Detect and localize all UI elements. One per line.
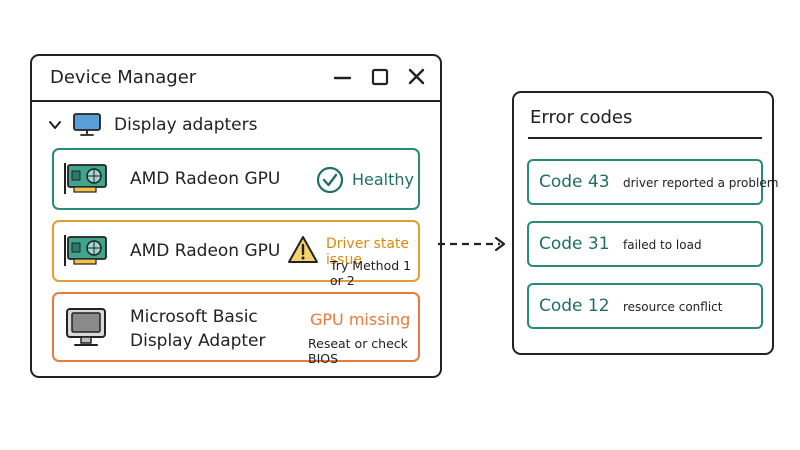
maximize-icon[interactable] bbox=[367, 64, 393, 90]
monitor-icon bbox=[73, 113, 101, 136]
error-code-item: Code 43 driver reported a problem bbox=[527, 159, 778, 205]
error-code-item: Code 31 failed to load bbox=[527, 221, 763, 267]
device-name-line2: Display Adapter bbox=[130, 331, 266, 351]
title-bar: Device Manager bbox=[32, 56, 440, 102]
chevron-down-icon[interactable] bbox=[48, 118, 62, 132]
minimize-icon[interactable] bbox=[330, 64, 356, 90]
error-codes-title: Error codes bbox=[530, 107, 633, 128]
close-icon[interactable] bbox=[404, 64, 430, 90]
device-row-amd-driver-issue[interactable]: AMD Radeon GPU Driver state issue Try Me… bbox=[52, 220, 420, 288]
error-code-item: Code 12 resource conflict bbox=[527, 283, 763, 329]
graphics-card-icon bbox=[64, 163, 107, 194]
error-description: resource conflict bbox=[623, 300, 723, 314]
device-row-microsoft-basic[interactable]: Microsoft Basic Display Adapter GPU miss… bbox=[52, 292, 420, 366]
check-circle-icon bbox=[316, 166, 344, 194]
status-gpu-missing: GPU missing bbox=[310, 310, 411, 329]
error-codes-panel: Error codes Code 43 driver reported a pr… bbox=[512, 91, 778, 355]
status-driver-issue: Driver state issue bbox=[326, 236, 409, 268]
warning-triangle-icon bbox=[288, 236, 318, 263]
error-code: Code 31 bbox=[539, 234, 610, 254]
status-hint: Reseat or check BIOS bbox=[308, 336, 408, 366]
window-title: Device Manager bbox=[50, 67, 197, 88]
device-name: AMD Radeon GPU bbox=[130, 169, 281, 189]
graphics-card-icon bbox=[64, 235, 107, 266]
device-name: AMD Radeon GPU bbox=[130, 241, 281, 261]
error-description: failed to load bbox=[623, 238, 702, 252]
status-hint: Try Method 1 or 2 bbox=[330, 258, 412, 288]
device-row-amd-healthy[interactable]: AMD Radeon GPU Healthy bbox=[52, 148, 420, 210]
crt-monitor-icon bbox=[66, 308, 106, 346]
tree-category-display-adapters[interactable]: Display adapters bbox=[48, 112, 378, 140]
dashed-arrow-icon bbox=[438, 236, 506, 252]
status-healthy: Healthy bbox=[352, 170, 415, 189]
category-label: Display adapters bbox=[114, 115, 258, 135]
device-manager-window: Device Manager Display adapters bbox=[30, 54, 442, 378]
error-description: driver reported a problem bbox=[623, 176, 779, 190]
error-code: Code 12 bbox=[539, 296, 610, 316]
divider bbox=[528, 137, 762, 139]
error-code: Code 43 bbox=[539, 172, 610, 192]
device-name-line1: Microsoft Basic bbox=[130, 307, 258, 327]
